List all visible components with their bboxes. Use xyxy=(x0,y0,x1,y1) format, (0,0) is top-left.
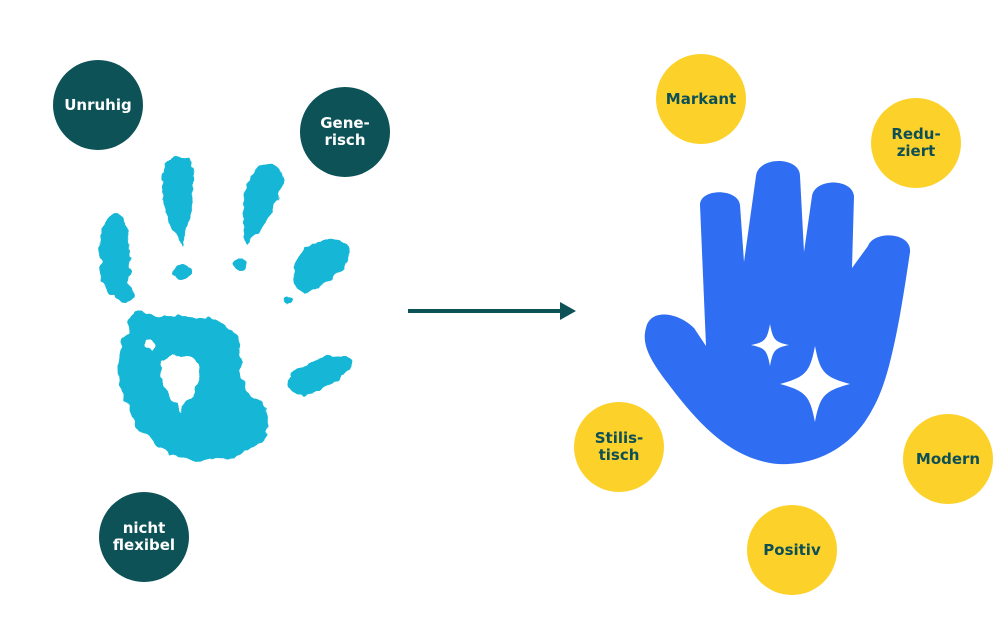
attribute-nicht-flexibel: nicht flexibel xyxy=(99,492,189,582)
attribute-label: Markant xyxy=(665,89,737,108)
attribute-label: Modern xyxy=(915,449,981,468)
attribute-label: Unruhig xyxy=(64,95,132,114)
attribute-generisch: Gene- risch xyxy=(300,87,390,177)
sparkle-icons xyxy=(751,324,850,422)
attribute-label: Stilis- tisch xyxy=(594,429,644,464)
new-hand-shape xyxy=(644,161,911,465)
small-sparkle-icon xyxy=(751,324,789,366)
handprint-gaps xyxy=(145,340,201,412)
attribute-modern: Modern xyxy=(903,414,993,504)
attribute-label: Positiv xyxy=(763,540,821,559)
large-sparkle-icon xyxy=(780,346,850,422)
attribute-label: Gene- risch xyxy=(320,114,370,149)
attribute-label: nicht flexibel xyxy=(112,519,176,554)
attribute-unruhig: Unruhig xyxy=(53,60,143,150)
attribute-markant: Markant xyxy=(656,54,746,144)
attribute-stilistisch: Stilis- tisch xyxy=(574,402,664,492)
attribute-positiv: Positiv xyxy=(747,505,837,595)
attribute-label: Redu- ziert xyxy=(891,125,941,160)
attribute-reduziert: Redu- ziert xyxy=(871,98,961,188)
